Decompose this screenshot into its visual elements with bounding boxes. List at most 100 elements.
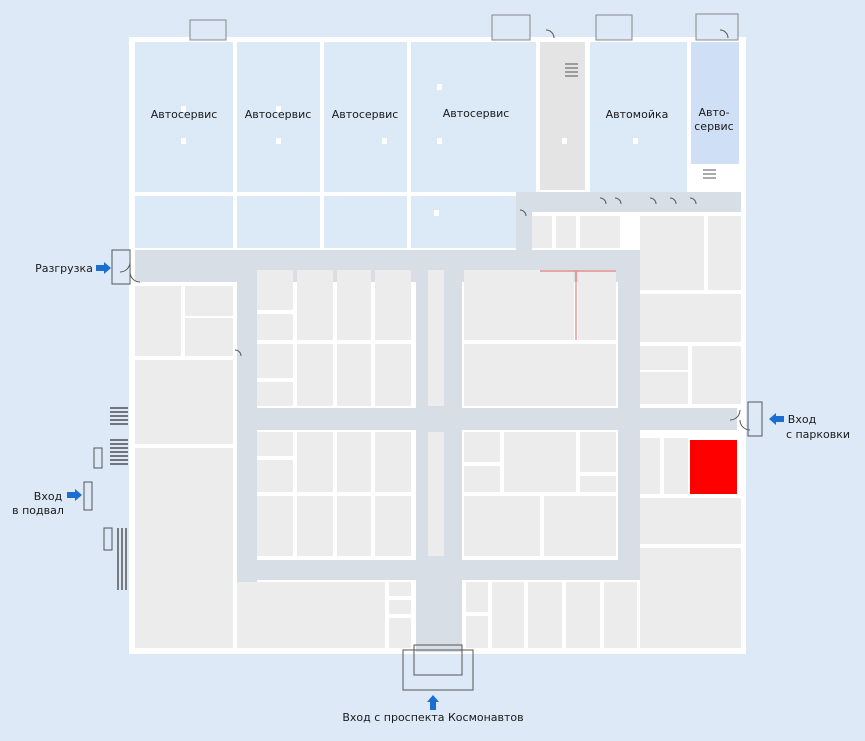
label-unloading: Разгрузка: [35, 262, 93, 275]
door-icon: [83, 29, 763, 691]
label-main-entrance: Вход с проспекта Космонавтов: [342, 711, 523, 724]
room-carwash[interactable]: [590, 42, 687, 192]
room-autoservice-2[interactable]: [237, 42, 320, 192]
room-e-13: [640, 548, 741, 648]
pillars: [181, 84, 638, 216]
room-s-6: [257, 496, 293, 556]
room-e-7: [640, 346, 688, 370]
room-service-lower-4: [411, 196, 516, 248]
room-se-2: [504, 432, 576, 492]
room-c-9: [375, 344, 411, 406]
arrow-icon: [96, 262, 111, 274]
room-e-4: [640, 216, 704, 290]
room-se-3: [580, 432, 616, 472]
label-parking-1: Вход: [788, 413, 817, 426]
label-autoservice-small-1: Авто-: [698, 106, 729, 119]
label-autoservice-small-2: сервис: [694, 120, 733, 133]
room-c-7: [297, 344, 333, 406]
room-c-2: [297, 270, 333, 340]
room-c-11: [428, 270, 444, 406]
corridor-middle: [237, 408, 737, 430]
room-stairwell-top: [540, 42, 585, 190]
label-basement-2: в подвал: [12, 504, 64, 517]
label-autoservice-2: Автосервис: [245, 108, 312, 121]
room-ne-3: [464, 344, 616, 406]
corridor-south: [237, 560, 637, 580]
room-e-8: [640, 372, 688, 404]
room-autoservice-1[interactable]: [135, 42, 233, 192]
room-e-3: [580, 216, 620, 248]
arrow-icon: [67, 489, 82, 501]
gate-3: [595, 14, 633, 41]
room-south-9: [566, 582, 600, 648]
gate-2: [491, 14, 531, 41]
room-ne-1: [464, 270, 574, 340]
room-se-5: [464, 496, 540, 556]
room-autoservice-3[interactable]: [324, 42, 407, 192]
room-s-2: [297, 432, 333, 492]
gate-1: [189, 19, 227, 41]
room-highlighted[interactable]: [690, 440, 737, 494]
room-se-1: [464, 432, 500, 462]
room-s-10: [428, 432, 444, 556]
room-south-2: [389, 582, 411, 596]
room-west-3: [185, 318, 233, 356]
room-se-4: [464, 466, 500, 492]
room-west-1: [135, 286, 181, 356]
stairs-west-icon: [110, 407, 128, 590]
room-e-12: [640, 498, 741, 544]
room-south-5: [466, 582, 488, 612]
room-ne-2: [578, 270, 616, 340]
stairs-icon: [565, 63, 716, 179]
room-west-5: [135, 448, 233, 648]
room-s-3: [337, 432, 371, 492]
room-c-3: [337, 270, 371, 340]
label-carwash: Автомойка: [606, 108, 669, 121]
room-e-1: [532, 216, 552, 248]
corridor-upper-left-conn: [516, 192, 532, 282]
room-south-3: [389, 600, 411, 614]
room-e-11: [664, 438, 688, 494]
gate-4: [695, 13, 739, 41]
room-e-10: [640, 438, 660, 494]
room-c-8: [337, 344, 371, 406]
room-south-4: [389, 618, 411, 648]
room-service-lower-2: [237, 196, 320, 248]
room-autoservice-small[interactable]: [691, 42, 739, 164]
room-c-6: [257, 344, 293, 378]
room-s-8: [337, 496, 371, 556]
room-south-1: [237, 582, 385, 648]
room-s-1: [257, 432, 293, 456]
room-service-lower-3: [324, 196, 407, 248]
room-service-lower-1: [135, 196, 233, 248]
label-basement-1: Вход: [34, 490, 63, 503]
room-c-4: [375, 270, 411, 340]
room-s-7: [297, 496, 333, 556]
label-autoservice-1: Автосервис: [151, 108, 218, 121]
room-se-6: [544, 496, 616, 556]
label-autoservice-3: Автосервис: [332, 108, 399, 121]
room-s-9: [375, 496, 411, 556]
room-west-4: [135, 360, 233, 444]
room-e-9: [692, 346, 741, 404]
room-south-6: [466, 616, 488, 648]
corridor-east: [618, 250, 640, 580]
room-west-2: [185, 286, 233, 316]
room-s-5: [257, 460, 293, 492]
room-s-4: [375, 432, 411, 492]
label-parking-2: с парковки: [786, 428, 850, 441]
room-south-7: [492, 582, 524, 648]
room-south-10: [604, 582, 637, 648]
room-e-2: [556, 216, 576, 248]
room-autoservice-4[interactable]: [411, 42, 536, 192]
room-e-5: [708, 216, 741, 290]
room-c-10: [257, 382, 293, 406]
room-c-1: [257, 270, 293, 310]
corridor-west: [237, 282, 257, 582]
arrow-icon: [427, 695, 439, 710]
room-south-8: [528, 582, 562, 648]
label-autoservice-4: Автосервис: [443, 107, 510, 120]
room-c-5: [257, 314, 293, 340]
corridor-upper-right: [516, 192, 741, 212]
